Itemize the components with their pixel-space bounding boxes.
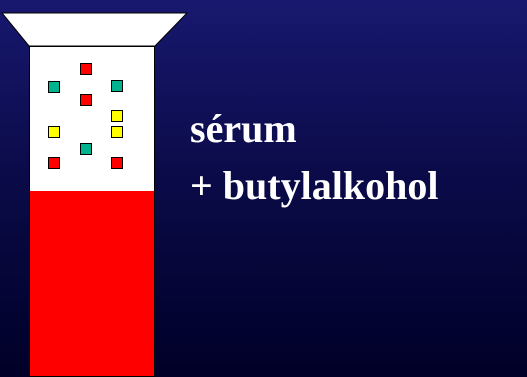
funnel-top bbox=[0, 12, 189, 47]
red-particle bbox=[80, 94, 92, 106]
red-particle bbox=[48, 157, 60, 169]
red-particle bbox=[111, 157, 123, 169]
yellow-particle bbox=[111, 126, 123, 138]
green-particle bbox=[111, 80, 123, 92]
yellow-particle bbox=[111, 110, 123, 122]
serum-label: sérum bbox=[190, 106, 297, 151]
red-particle bbox=[80, 63, 92, 75]
test-tube bbox=[29, 46, 155, 377]
green-particle bbox=[48, 81, 60, 93]
butylalkohol-label: + butylalkohol bbox=[190, 163, 439, 208]
yellow-particle bbox=[48, 126, 60, 138]
red-liquid bbox=[30, 191, 154, 376]
green-particle bbox=[80, 143, 92, 155]
